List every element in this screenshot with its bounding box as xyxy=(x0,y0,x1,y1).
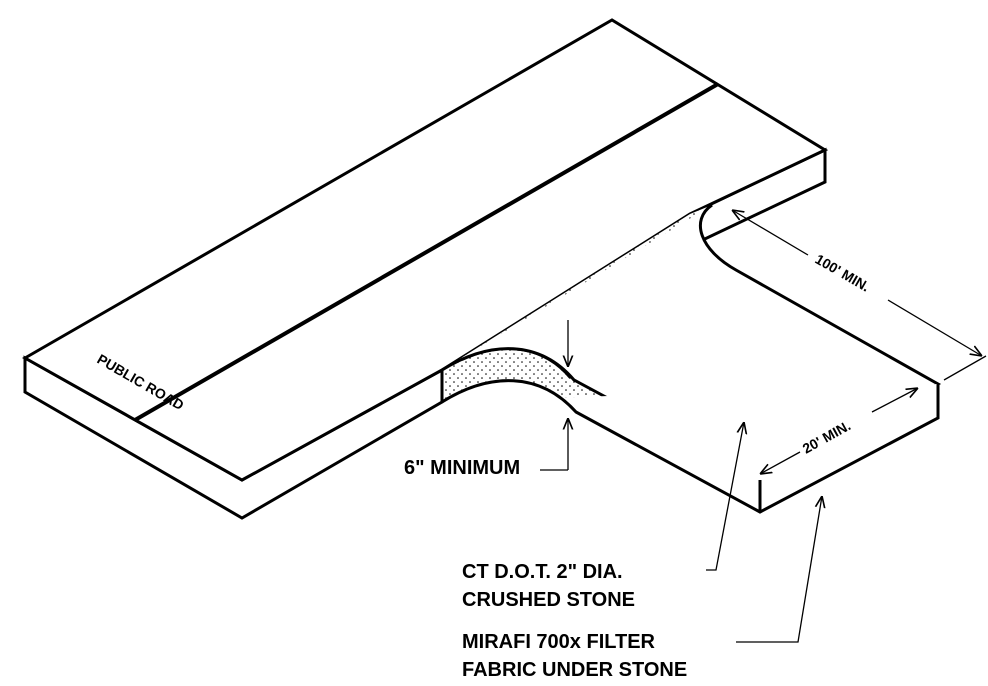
stone-pad xyxy=(440,203,942,514)
length-label: 100' MIN. xyxy=(813,251,873,295)
stone-label-line1: CT D.O.T. 2" DIA. xyxy=(462,561,623,583)
fabric-label-line2: FABRIC UNDER STONE xyxy=(462,659,687,681)
depth-dimension: 6" MINIMUM xyxy=(404,320,568,479)
lane-divider xyxy=(134,82,719,422)
depth-label: 6" MINIMUM xyxy=(404,457,520,479)
stone-leader xyxy=(706,422,744,571)
fabric-label-line1: MIRAFI 700x FILTER xyxy=(462,631,656,653)
fabric-leader xyxy=(736,496,822,643)
stone-label-line2: CRUSHED STONE xyxy=(462,589,635,611)
